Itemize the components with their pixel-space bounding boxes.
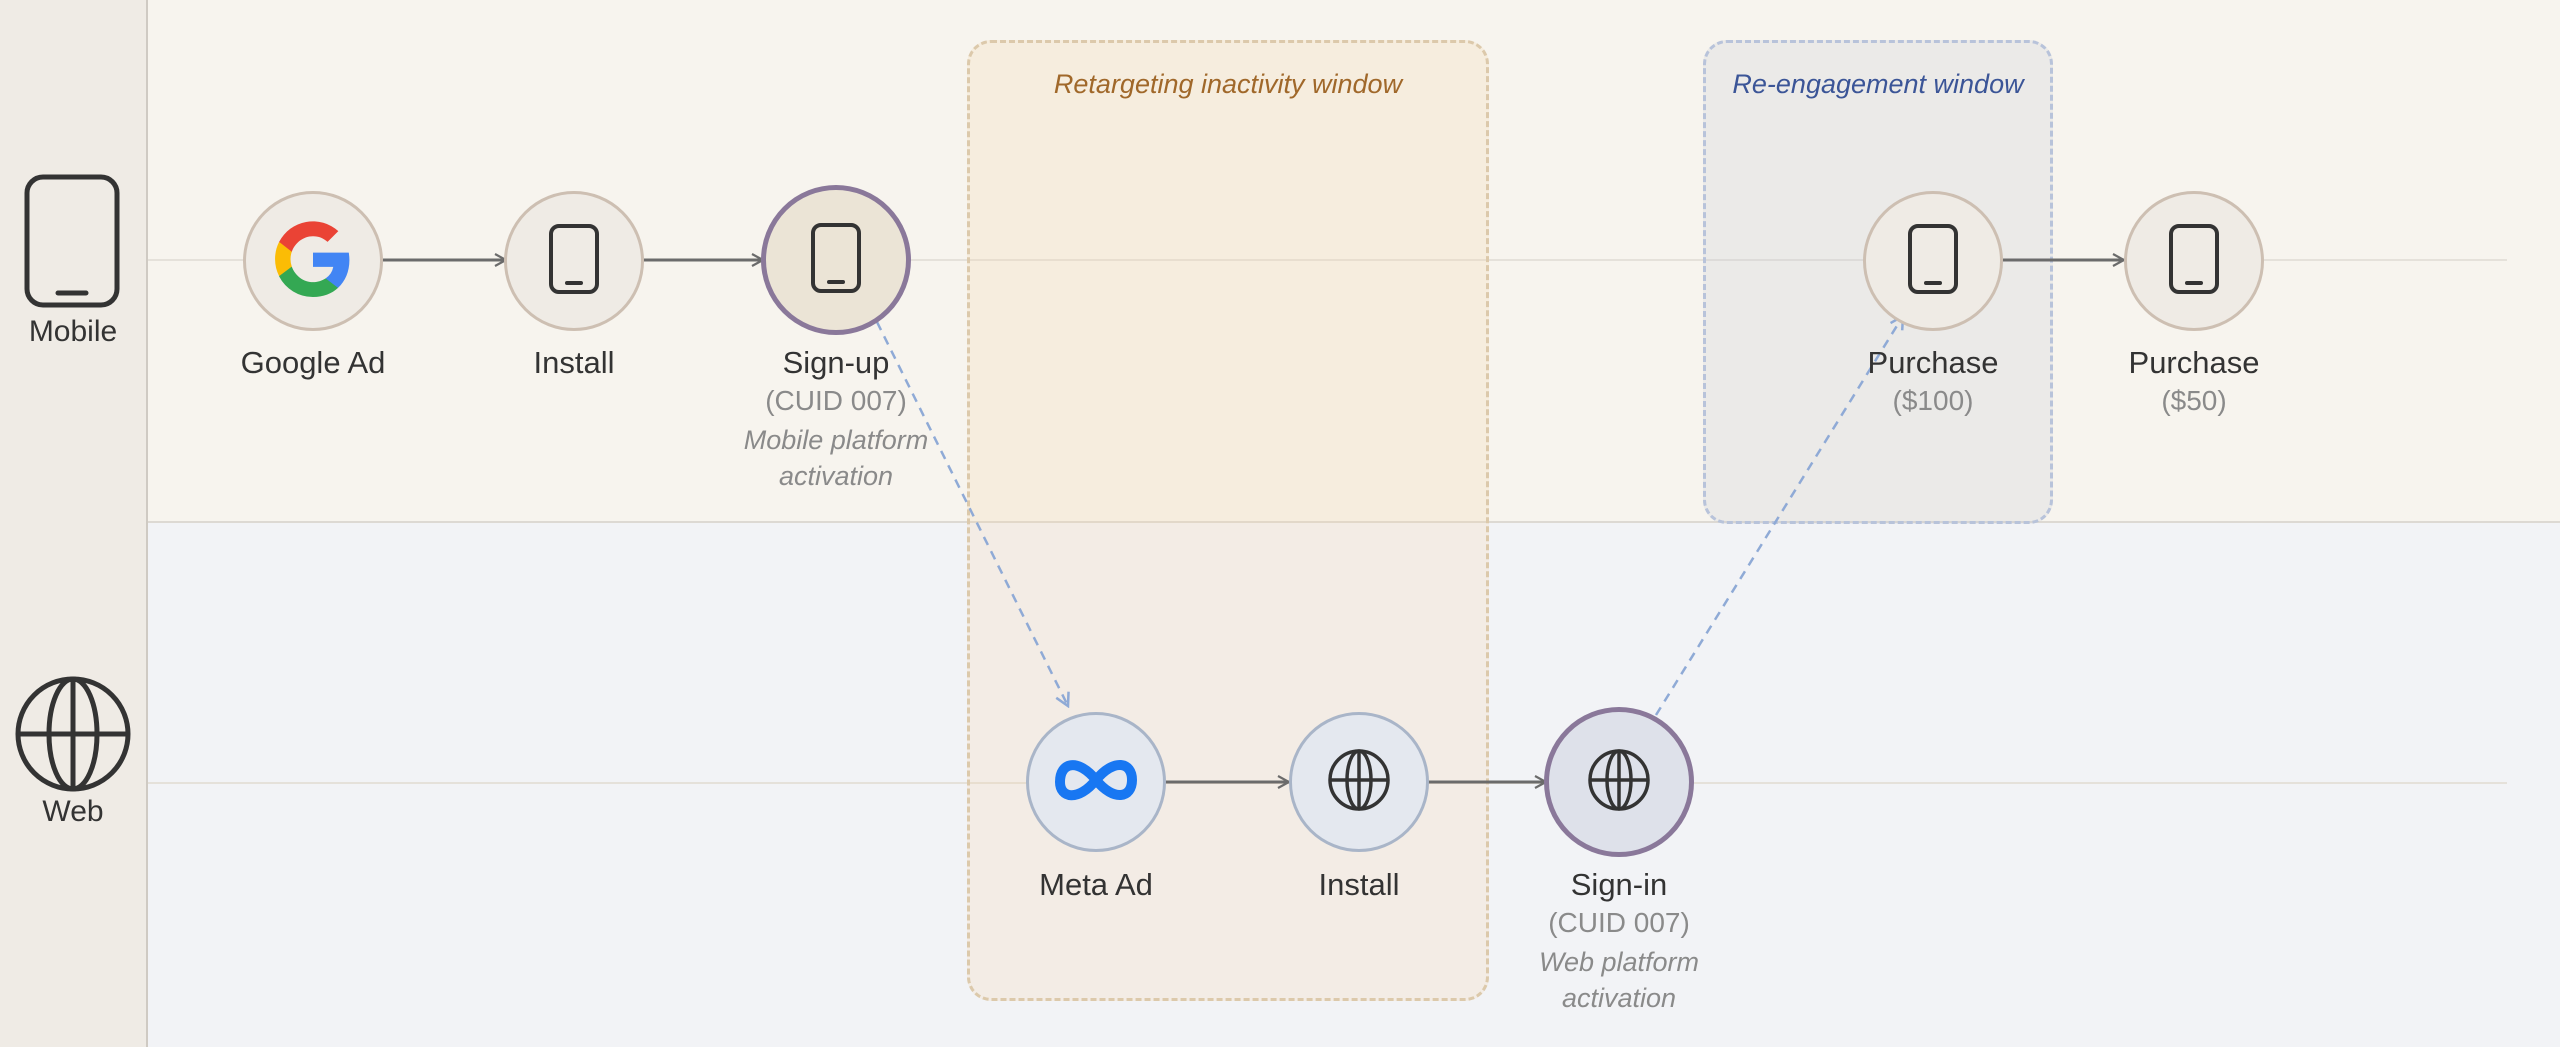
web-lane-label: Web xyxy=(42,795,104,828)
mobile-lane-icon xyxy=(24,174,122,315)
purchase-100-caption: Purchase ($100) xyxy=(1803,344,2063,418)
lane-divider xyxy=(147,521,2560,523)
signup-caption: Sign-up (CUID 007) Mobile platform activ… xyxy=(706,344,966,495)
google-ad-title: Google Ad xyxy=(240,345,386,380)
mobile-lane-label: Mobile xyxy=(28,315,118,348)
purchase-50-title: Purchase xyxy=(2128,345,2260,380)
web-lane-icon xyxy=(14,675,132,798)
meta-logo-icon xyxy=(1052,754,1140,811)
meta-ad-title: Meta Ad xyxy=(1039,867,1153,902)
reengagement-window-label: Re-engagement window xyxy=(1732,69,2024,99)
purchase-100-title: Purchase xyxy=(1867,345,1999,380)
google-logo-icon xyxy=(275,220,351,302)
web-install-caption: Install xyxy=(1229,866,1489,905)
google-ad-caption: Google Ad xyxy=(183,344,443,383)
purchase-100-subtitle: ($100) xyxy=(1892,384,1974,416)
edge-signin-to-purchase xyxy=(1654,316,1903,716)
node-signup[interactable] xyxy=(761,185,911,335)
phone-icon xyxy=(2168,223,2220,300)
mobile-install-caption: Install xyxy=(444,344,704,383)
signin-title: Sign-in xyxy=(1570,867,1668,902)
node-google-ad[interactable] xyxy=(243,191,383,331)
retargeting-window-label: Retargeting inactivity window xyxy=(1053,69,1403,99)
node-purchase-50[interactable] xyxy=(2124,191,2264,331)
phone-icon xyxy=(1907,223,1959,300)
globe-icon xyxy=(1327,748,1391,817)
signup-note: Mobile platform activation xyxy=(743,424,929,492)
signup-subtitle: (CUID 007) xyxy=(765,384,907,416)
retargeting-window: Retargeting inactivity window xyxy=(967,40,1489,1001)
signin-caption: Sign-in (CUID 007) Web platform activati… xyxy=(1489,866,1749,1017)
signin-note: Web platform activation xyxy=(1538,946,1700,1014)
phone-icon xyxy=(548,223,600,300)
web-install-title: Install xyxy=(1318,867,1400,902)
node-signin[interactable] xyxy=(1544,707,1694,857)
mobile-install-title: Install xyxy=(533,345,615,380)
node-mobile-install[interactable] xyxy=(504,191,644,331)
lane-sidebar xyxy=(0,0,148,1047)
edge-signup-to-meta-ad xyxy=(875,321,1068,706)
purchase-50-caption: Purchase ($50) xyxy=(2064,344,2324,418)
node-purchase-100[interactable] xyxy=(1863,191,2003,331)
meta-ad-caption: Meta Ad xyxy=(966,866,1226,905)
node-web-install[interactable] xyxy=(1289,712,1429,852)
purchase-50-subtitle: ($50) xyxy=(2161,384,2227,416)
mobile-track-line xyxy=(147,259,2507,261)
signin-subtitle: (CUID 007) xyxy=(1548,906,1690,938)
signup-title: Sign-up xyxy=(782,345,890,380)
globe-icon xyxy=(1587,748,1651,817)
node-meta-ad[interactable] xyxy=(1026,712,1166,852)
phone-icon xyxy=(810,222,862,299)
